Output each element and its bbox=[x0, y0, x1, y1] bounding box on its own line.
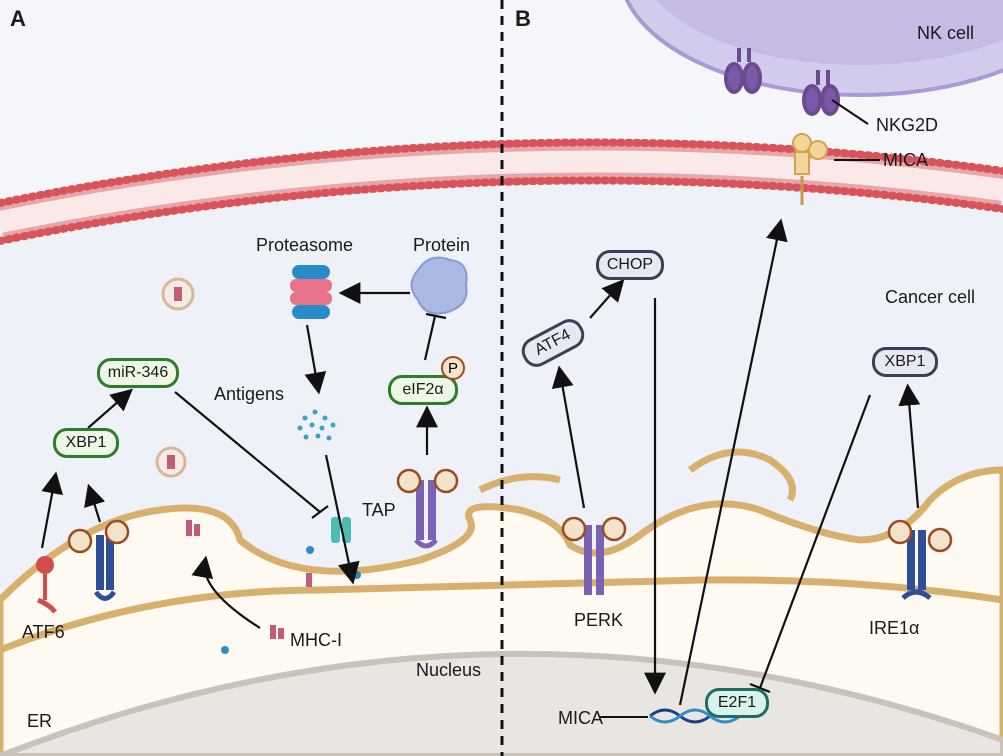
atf6-label: ATF6 bbox=[22, 622, 65, 642]
tap-label: TAP bbox=[362, 500, 396, 520]
cancer-cell-label: Cancer cell bbox=[885, 287, 976, 307]
nkg2d-label: NKG2D bbox=[876, 115, 939, 135]
nkg2d-icon bbox=[724, 48, 840, 116]
phospho-sites bbox=[67, 468, 953, 554]
xbp1-a-pill: XBP1 bbox=[53, 428, 119, 458]
panel-b-label: B bbox=[515, 6, 531, 31]
ire1a-label: IRE1α bbox=[869, 618, 920, 638]
mhc-i-icon bbox=[186, 520, 312, 639]
peptide-dot bbox=[306, 546, 314, 554]
mica-membrane-label: MICA bbox=[883, 150, 928, 170]
eif2a-pill: eIF2α bbox=[388, 375, 458, 405]
antigen-dots-icon bbox=[297, 409, 336, 441]
nucleus-label: Nucleus bbox=[416, 660, 482, 680]
mhc-i-label: MHC-I bbox=[290, 630, 342, 650]
mica-icon bbox=[792, 133, 828, 205]
receptor-icon bbox=[93, 535, 117, 601]
nkg2d-pointer bbox=[831, 99, 869, 125]
signal-arrows bbox=[40, 218, 921, 706]
eif2a-phospho-badge: P bbox=[441, 356, 465, 380]
nk-cell-label: NK cell bbox=[917, 23, 975, 43]
ire1-receptor-icon bbox=[901, 530, 932, 600]
perk-receptor-a-icon bbox=[414, 480, 438, 549]
perk-receptor-b-icon bbox=[584, 525, 604, 595]
peptide-dot bbox=[353, 571, 361, 579]
protein-icon bbox=[410, 256, 468, 315]
xbp1-b-pill: XBP1 bbox=[872, 347, 938, 377]
proteasome-icon bbox=[290, 265, 332, 319]
mica-gene-label: MICA bbox=[558, 708, 603, 728]
e2f1-pill: E2F1 bbox=[705, 688, 769, 718]
perk-label: PERK bbox=[574, 610, 624, 630]
atf6-icon bbox=[36, 556, 58, 614]
er-label: ER bbox=[27, 711, 53, 731]
nk-cell bbox=[624, 0, 1003, 97]
antigens-label: Antigens bbox=[214, 384, 285, 404]
peptide-dot bbox=[221, 646, 229, 654]
panel-a-label: A bbox=[10, 6, 26, 31]
vesicle-icon bbox=[155, 277, 195, 478]
chop-pill: CHOP bbox=[596, 250, 664, 280]
protein-label: Protein bbox=[413, 235, 471, 255]
mir346-pill: miR-346 bbox=[97, 358, 179, 388]
proteasome-label: Proteasome bbox=[256, 235, 354, 255]
